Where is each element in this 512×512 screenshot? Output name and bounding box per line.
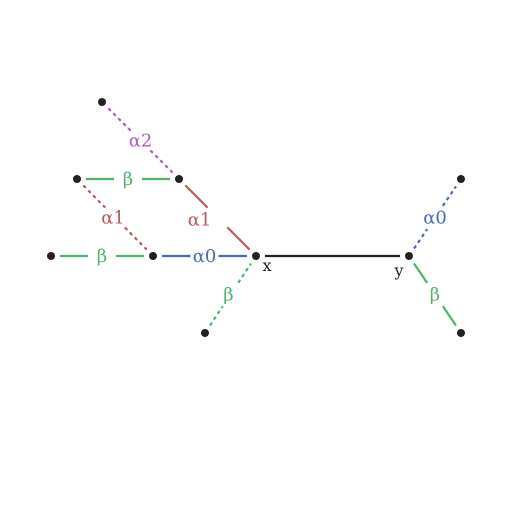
edge-segment bbox=[413, 262, 429, 284]
node-g bbox=[457, 175, 465, 183]
edge-e-a bbox=[82, 184, 148, 251]
node-c bbox=[201, 329, 209, 337]
edge-segment bbox=[149, 149, 174, 174]
edge-segment bbox=[413, 228, 429, 250]
edge-label-b-x: α1 bbox=[188, 210, 212, 231]
edge-label-f-b: α2 bbox=[129, 131, 153, 152]
edge-segment bbox=[209, 305, 224, 327]
nodes-layer bbox=[47, 98, 465, 337]
edge-segment bbox=[124, 226, 148, 251]
node-f bbox=[98, 98, 106, 106]
edge-labels-layer: α0 α1 β β α1 β α2 α0 β bbox=[97, 131, 447, 306]
edge-label-d-a: β bbox=[97, 246, 107, 267]
edge-f-b bbox=[107, 107, 174, 174]
edge-label-e-a: α1 bbox=[101, 208, 125, 229]
edge-segment bbox=[226, 226, 251, 251]
edge-b-x bbox=[184, 184, 251, 251]
node-b bbox=[175, 175, 183, 183]
edge-label-y-h: β bbox=[430, 285, 440, 306]
edge-label-e-b: β bbox=[123, 169, 133, 190]
edge-label-a-x: α0 bbox=[193, 246, 217, 267]
edge-y-h bbox=[413, 262, 457, 327]
node-label-x: x bbox=[262, 256, 271, 275]
node-d bbox=[47, 252, 55, 260]
node-a bbox=[149, 252, 157, 260]
edge-label-c-x: β bbox=[223, 285, 233, 306]
node-e bbox=[73, 175, 81, 183]
edge-label-y-g: α0 bbox=[423, 208, 447, 229]
edges-layer bbox=[60, 107, 457, 327]
node-label-y: y bbox=[393, 261, 403, 280]
node-x bbox=[252, 252, 260, 260]
edge-segment bbox=[184, 184, 209, 209]
edge-segment bbox=[107, 107, 132, 132]
edge-segment bbox=[237, 262, 252, 284]
edge-segment bbox=[82, 184, 106, 209]
node-h bbox=[457, 329, 465, 337]
node-y bbox=[405, 252, 413, 260]
edge-segment bbox=[441, 305, 457, 327]
edge-segment bbox=[441, 185, 457, 207]
